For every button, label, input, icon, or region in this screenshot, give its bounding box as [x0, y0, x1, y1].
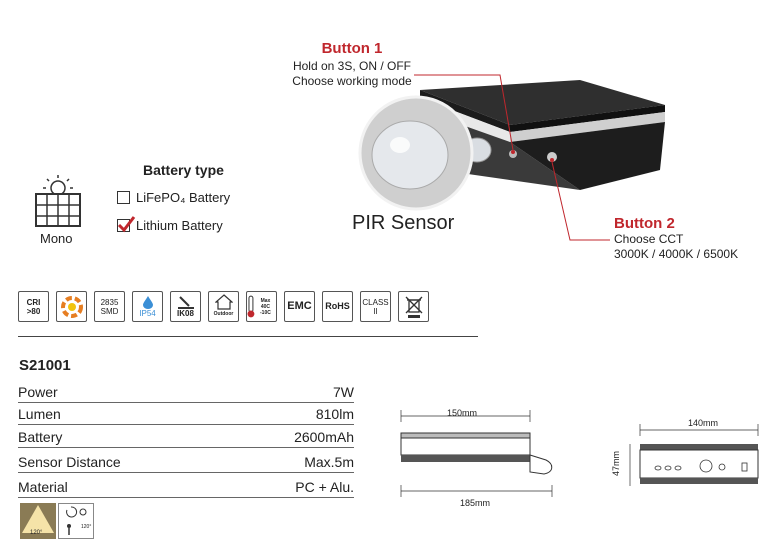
spec-row-power: Power 7W	[18, 381, 354, 403]
smd-line2: SMD	[100, 306, 119, 316]
front-view-drawing	[629, 424, 759, 486]
battery-option-lifepo4[interactable]: LiFePO₄ Battery	[117, 190, 230, 205]
dim-front-height: 47mm	[611, 450, 621, 476]
outdoor-icon: Outdoor	[208, 291, 239, 322]
sensor-angle-label: 120°	[81, 524, 92, 530]
rohs-icon: RoHS	[322, 291, 353, 322]
spec-row-material: Material PC + Alu.	[18, 476, 354, 498]
pir-sensor-label: PIR Sensor	[352, 212, 455, 234]
cri-line2: >80	[26, 306, 41, 316]
spec-value: 2600mAh	[294, 429, 354, 445]
button2-callout: Button 2 Choose CCT 3000K / 4000K / 6500…	[614, 215, 764, 262]
class-icon: CLASS II	[360, 291, 391, 322]
smd-line1: 2835	[100, 297, 119, 307]
solar-panel-icon	[35, 175, 81, 227]
spec-row-lumen: Lumen 810lm	[18, 403, 354, 425]
spec-value: 810lm	[315, 406, 354, 422]
battery-type-title: Battery type	[143, 162, 224, 178]
cri-icon: CRI >80	[18, 291, 49, 322]
button1-callout: Button 1 Hold on 3S, ON / OFF Choose wor…	[282, 40, 422, 89]
smd-icon: 2835 SMD	[94, 291, 125, 322]
button1-line1: Hold on 3S, ON / OFF	[292, 59, 412, 73]
cert-icons-row: CRI >80 2835 SMD IP54 IK08 Outdoor Max 4…	[18, 291, 429, 322]
ik-icon: IK08	[170, 291, 201, 322]
checkmark-icon	[117, 216, 136, 233]
spec-label: Lumen	[18, 406, 61, 422]
rohs-label: RoHS	[325, 301, 350, 311]
spec-value: 7W	[333, 384, 354, 400]
model-number: S21001	[19, 357, 71, 374]
temperature-line1: Max	[260, 297, 271, 304]
product-illustration	[358, 80, 665, 211]
spec-value: PC + Alu.	[295, 479, 354, 495]
weee-icon	[398, 291, 429, 322]
spec-row-sensor-distance: Sensor Distance Max.5m	[18, 451, 354, 473]
beam-angle-icon: 120°	[20, 503, 56, 539]
dim-front-width: 140mm	[688, 418, 719, 428]
battery-option-lithium[interactable]: Lithium Battery	[117, 216, 223, 233]
spec-value: Max.5m	[304, 454, 354, 470]
outdoor-label: Outdoor	[213, 311, 234, 317]
spec-row-battery: Battery 2600mAh	[18, 426, 354, 448]
lithium-label: Lithium Battery	[136, 218, 223, 233]
button2-line2: 3000K / 4000K / 6500K	[614, 247, 739, 261]
button1-line2: Choose working mode	[292, 74, 412, 88]
panel-label: Mono	[40, 231, 73, 246]
lifepo4-label: LiFePO₄ Battery	[136, 190, 231, 205]
class-line2: II	[373, 306, 378, 316]
sensor-angle-icon: 120°	[58, 503, 94, 539]
cri-line1: CRI	[26, 297, 41, 307]
dim-top-width: 150mm	[447, 408, 478, 418]
dim-bottom-width: 185mm	[460, 498, 491, 508]
spec-label: Sensor Distance	[18, 454, 121, 470]
class-line1: CLASS	[362, 297, 389, 307]
temperature-line2: 40C -10C	[260, 303, 271, 316]
emc-label: EMC	[287, 300, 312, 312]
button2-line1: Choose CCT	[614, 232, 684, 246]
emc-icon: EMC	[284, 291, 315, 322]
lithium-checkbox[interactable]	[117, 216, 136, 233]
spec-label: Battery	[18, 429, 63, 445]
side-view-drawing	[400, 410, 553, 497]
lifepo4-checkbox[interactable]	[117, 191, 130, 204]
spec-label: Material	[18, 479, 68, 495]
section-divider	[18, 336, 478, 337]
ip-icon: IP54	[132, 291, 163, 322]
button2-title: Button 2	[614, 215, 675, 232]
spec-label: Power	[18, 384, 58, 400]
temperature-icon: Max 40C -10C	[246, 291, 277, 322]
ik-label: IK08	[177, 309, 194, 318]
ip-label: IP54	[139, 308, 156, 318]
beam-angle-label: 120°	[30, 530, 43, 536]
button1-title: Button 1	[321, 40, 383, 57]
cct-icon	[56, 291, 87, 322]
